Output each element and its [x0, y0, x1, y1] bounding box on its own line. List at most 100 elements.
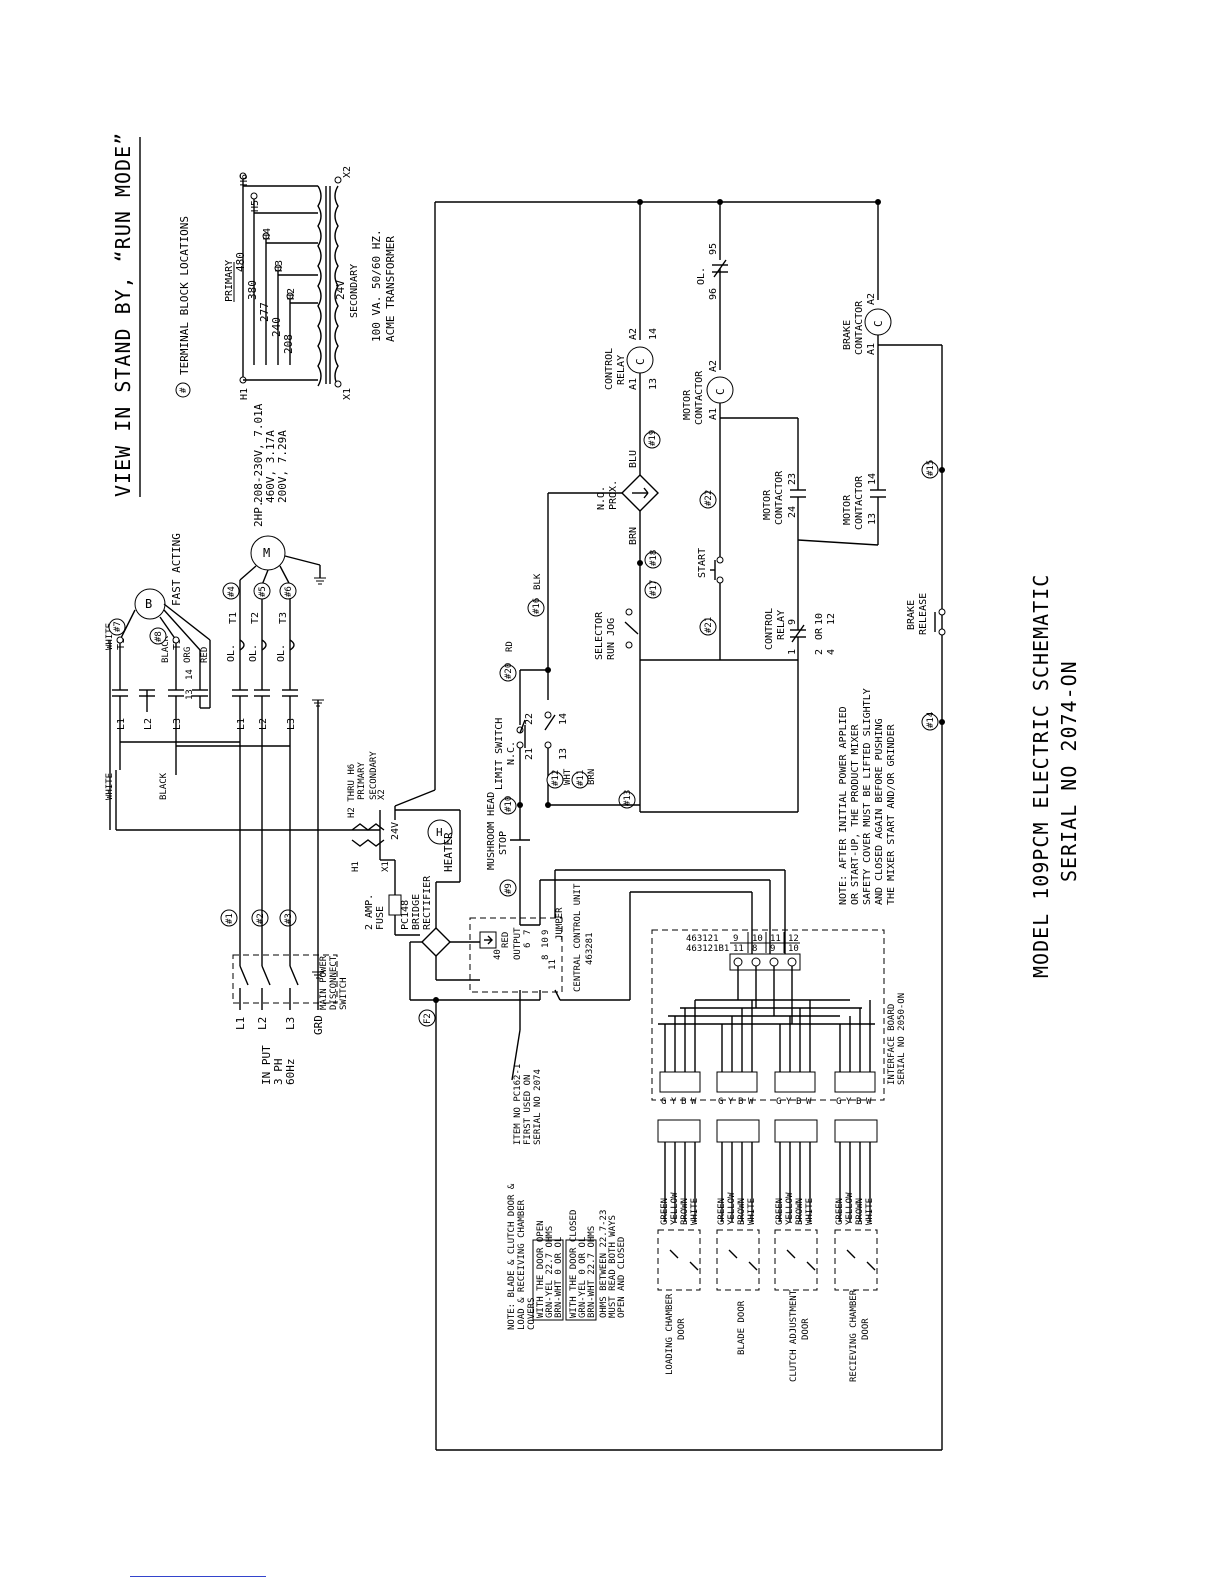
- motor-spec-3: 200V, 7.29A: [276, 430, 289, 503]
- ccu-num-8: 8: [541, 955, 551, 960]
- mc-23: 23: [787, 473, 798, 485]
- brake-contactor-contacts: L1 L2 L3: [112, 636, 211, 730]
- terminal-3: #3: [284, 913, 294, 924]
- brake-term-13: 13: [185, 689, 195, 700]
- tap-480: 480: [234, 252, 247, 272]
- brake-l1: L1: [116, 718, 127, 730]
- wc-brown-3: BROWN: [795, 1198, 805, 1225]
- terminal-5: #5: [258, 586, 268, 597]
- motor-hp: 2HP.: [252, 501, 265, 528]
- wc-brown-4: BROWN: [855, 1198, 865, 1225]
- col-a-9: 9: [733, 934, 738, 944]
- interface-part-2: 463121B1: [686, 944, 729, 954]
- tap-380: 380: [246, 280, 259, 300]
- col-a-11: 11: [770, 934, 781, 944]
- rectifier-label-2: BRIDGE: [411, 894, 422, 930]
- legend-symbol: #: [179, 387, 189, 393]
- wire-black-label: BLACK: [159, 772, 169, 800]
- control-transformer: H2 THRU H6 PRIMARY SECONDARY X2 H1 24V X…: [109, 202, 480, 1001]
- transformer-h2: H2: [286, 288, 297, 300]
- brake-release-1: BRAKE: [906, 600, 917, 630]
- col-b-8: 8: [752, 944, 757, 954]
- door-open-3: BRN-WHT 0 OR OL: [554, 1237, 564, 1318]
- ccu-label: CENTRAL CONTROL UNIT: [573, 883, 583, 992]
- ol-95: 95: [708, 243, 719, 255]
- transformer-h6: H6: [239, 174, 250, 186]
- bc-label-1: BRAKE: [842, 320, 853, 350]
- door-ohms-1: OHMS BETWEEN 22.7-23: [599, 1210, 609, 1318]
- main-note-1: NOTE: AFTER INITIAL POWER APPLIED: [838, 706, 849, 905]
- limit-13: 13: [558, 748, 569, 760]
- wc-green-3: GREEN: [775, 1198, 785, 1225]
- door-closed-2: GRN-YEL 0 OR OL: [578, 1237, 588, 1318]
- power-terminals: #7 #8 #4 #5 #6 #1 #2 #3: [108, 582, 297, 927]
- ol-3: OL.: [276, 644, 287, 662]
- ctrl-x1: X1: [381, 861, 391, 872]
- terminal-7: #7: [113, 621, 123, 632]
- terminal-19: #19: [648, 430, 658, 446]
- wire-blk: BLK: [533, 573, 543, 590]
- transformer-x2: X2: [342, 166, 353, 178]
- cr-label-2: RELAY: [616, 355, 627, 385]
- cr-label-1: CONTROL: [604, 348, 615, 390]
- bc-a2: A2: [866, 293, 877, 305]
- wc-white-1: WHITE: [690, 1198, 700, 1225]
- door-sensors: GREEN YELLOW BROWN WHITE GREEN YELLOW BR…: [657, 1119, 878, 1382]
- terminal-1: #1: [225, 913, 235, 924]
- motor-contactor-rung: 95 96 OL. C A2 A1 MOTOR CONTACTOR #22 ST…: [640, 202, 879, 790]
- pin-g-1: G: [661, 1097, 666, 1107]
- wc-yellow-2: YELLOW: [727, 1192, 737, 1225]
- col-b-9: 9: [770, 944, 775, 954]
- transformer-secondary-label: SECONDARY: [349, 264, 360, 318]
- ccu-jumper: JUMPER: [555, 907, 565, 940]
- brake-l2: L2: [143, 718, 154, 730]
- item-note-1: ITEM NO PC162-1: [513, 1064, 523, 1145]
- ctrl-x2: X2: [377, 789, 387, 800]
- wire-rd: RD: [505, 641, 515, 652]
- bc-coil-symbol: C: [872, 320, 885, 327]
- ccu-num-7: 7: [523, 930, 533, 935]
- transformer-secondary-voltage: 24V: [334, 280, 347, 300]
- title-main: MODEL 109PCM ELECTRIC SCHEMATIC: [1029, 574, 1053, 978]
- ccu-red: RED: [501, 932, 511, 948]
- pin-b-4: B: [856, 1097, 861, 1107]
- wc-white-4: WHITE: [865, 1198, 875, 1225]
- out-t3: T3: [278, 612, 289, 624]
- brake-term-14: 14: [185, 669, 195, 680]
- mushroom-label-2: STOP: [498, 831, 509, 855]
- item-note-3: SERIAL NO 2074: [533, 1069, 543, 1145]
- cr-13: 13: [648, 378, 659, 390]
- terminal-legend: # TERMINAL BLOCK LOCATIONS: [175, 216, 191, 398]
- tap-277: 277: [258, 302, 271, 322]
- limit-label-2: N.C.: [506, 741, 517, 765]
- motor-contactor-contacts: OL. T1 L1 OL. T2 L2 OL. T3 L3 WHITE BLAC…: [105, 580, 380, 900]
- terminal-f2: F2: [423, 1013, 433, 1024]
- terminal-2: #2: [256, 913, 266, 924]
- terminal-21: #21: [704, 617, 714, 633]
- input-grd: GRD: [312, 1015, 325, 1035]
- mc3-14: 14: [867, 473, 878, 485]
- ccu-num-9: 9: [541, 930, 551, 935]
- ccu-output: OUTPUT: [513, 927, 523, 960]
- prox-label-2: PROX.: [608, 480, 619, 510]
- terminal-11: #11: [576, 770, 586, 786]
- brake-wire-red: RED: [200, 647, 210, 663]
- start-label: START: [697, 548, 708, 578]
- pin-g-3: G: [776, 1097, 781, 1107]
- main-motor: M 2HP. 208-230V, 7.01A 460V, 3.17A 200V,…: [239, 403, 326, 586]
- mc2-label-1: MOTOR: [762, 489, 773, 520]
- crc-label-2: RELAY: [776, 610, 787, 640]
- transformer-x1: X1: [342, 388, 353, 400]
- contactor-l2: L2: [258, 718, 269, 730]
- door-note-head-1: NOTE: BLADE & CLUTCH DOOR &: [507, 1183, 517, 1330]
- interface-board: 463121 463121B1 9 10 11 12 11 8 9 10: [651, 870, 907, 1101]
- mc-a1: A1: [708, 408, 719, 420]
- tap-208: 208: [282, 334, 295, 354]
- wc-brown-1: BROWN: [680, 1198, 690, 1225]
- transformer-h4: H4: [262, 228, 273, 240]
- col-a-12: 12: [788, 934, 799, 944]
- brake-wire-white: WHITE: [105, 623, 115, 650]
- crc-4: 4: [826, 649, 837, 655]
- crc-2: 2: [814, 649, 825, 655]
- heater-label: HEATER: [442, 832, 455, 872]
